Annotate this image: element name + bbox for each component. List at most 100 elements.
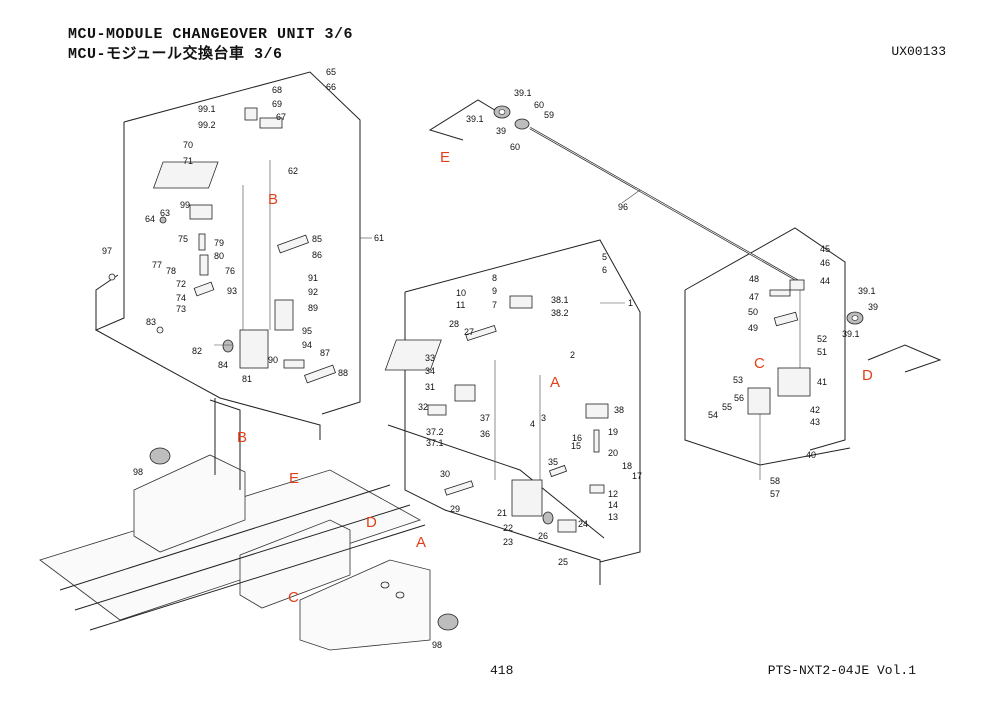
part-label: 42 bbox=[810, 405, 820, 415]
part-label: 26 bbox=[538, 531, 548, 541]
part-label: 91 bbox=[308, 273, 318, 283]
part-label: 69 bbox=[272, 99, 282, 109]
part-label-98-bottom: 98 bbox=[432, 640, 442, 650]
part-label: 53 bbox=[733, 375, 743, 385]
section-label-a-machine: A bbox=[416, 534, 426, 551]
part-label: 75 bbox=[178, 234, 188, 244]
section-label-d-right: D bbox=[862, 367, 873, 384]
part-label: 39.1 bbox=[514, 88, 532, 98]
part-label: 80 bbox=[214, 251, 224, 261]
part-label: 38.1 bbox=[551, 295, 569, 305]
part-label: 8 bbox=[492, 273, 497, 283]
part-label: 36 bbox=[480, 429, 490, 439]
part-label: 33 bbox=[425, 353, 435, 363]
section-label-b-machine: B bbox=[237, 429, 247, 446]
part-label: 5 bbox=[602, 252, 607, 262]
part-label: 39 bbox=[868, 302, 878, 312]
section-label-e-upper: E bbox=[440, 149, 450, 166]
part-label: 58 bbox=[770, 476, 780, 486]
part-label: 89 bbox=[308, 303, 318, 313]
part-label: 38.2 bbox=[551, 308, 569, 318]
part-label: 63 bbox=[160, 208, 170, 218]
part-label: 48 bbox=[749, 274, 759, 284]
machine-base bbox=[39, 398, 459, 651]
part-label: 15 bbox=[571, 441, 581, 451]
part-label: 51 bbox=[817, 347, 827, 357]
part-label: 65 bbox=[326, 67, 336, 77]
part-label: 23 bbox=[503, 537, 513, 547]
part-label: 79 bbox=[214, 238, 224, 248]
part-label: 84 bbox=[218, 360, 228, 370]
part-label: 9 bbox=[492, 286, 497, 296]
part-label: 35 bbox=[548, 457, 558, 467]
part-label: 73 bbox=[176, 304, 186, 314]
part-label: 39.1 bbox=[858, 286, 876, 296]
page-number: 418 bbox=[490, 663, 514, 678]
title-japanese: MCU-モジュール交換台車 3/6 bbox=[68, 46, 283, 63]
section-label-e-machine: E bbox=[289, 470, 299, 487]
part-label: 59 bbox=[544, 110, 554, 120]
section-label-c-machine: C bbox=[288, 589, 299, 606]
part-label: 56 bbox=[734, 393, 744, 403]
section-label-d-machine: D bbox=[366, 514, 377, 531]
part-label: 97 bbox=[102, 246, 112, 256]
part-label: 16 bbox=[572, 433, 582, 443]
part-label: 6 bbox=[602, 265, 607, 275]
section-label-a-upper: A bbox=[550, 374, 560, 391]
part-label: 3 bbox=[541, 413, 546, 423]
assembly-a-parts bbox=[384, 295, 609, 533]
part-label: 18 bbox=[622, 461, 632, 471]
part-label: 38 bbox=[614, 405, 624, 415]
part-label: 52 bbox=[817, 334, 827, 344]
part-label: 13 bbox=[608, 512, 618, 522]
part-label: 81 bbox=[242, 374, 252, 384]
manual-id: PTS-NXT2-04JE Vol.1 bbox=[767, 663, 916, 678]
part-label: 93 bbox=[227, 286, 237, 296]
part-label: 28 bbox=[449, 319, 459, 329]
part-label: 85 bbox=[312, 234, 322, 244]
part-label: 60 bbox=[510, 142, 520, 152]
part-label: 49 bbox=[748, 323, 758, 333]
labels-assembly-a: 5 6 8 9 7 38.1 38.2 10 11 28 27 2 33 34 … bbox=[418, 252, 642, 567]
gear-39-left bbox=[493, 105, 511, 119]
part-label: 10 bbox=[456, 288, 466, 298]
part-label: 66 bbox=[326, 82, 336, 92]
part-label: 86 bbox=[312, 250, 322, 260]
part-label: 39 bbox=[496, 126, 506, 136]
part-label: 54 bbox=[708, 410, 718, 420]
part-label: 87 bbox=[320, 348, 330, 358]
part-label: 68 bbox=[272, 85, 282, 95]
assembly-c-frame bbox=[684, 227, 942, 466]
part-label: 71 bbox=[183, 156, 193, 166]
part-label: 39.1 bbox=[466, 114, 484, 124]
part-label: 37.2 bbox=[426, 427, 444, 437]
shaft-96 bbox=[529, 127, 801, 283]
part-label: 4 bbox=[530, 419, 535, 429]
part-label: 99.2 bbox=[198, 120, 216, 130]
part-label: 32 bbox=[418, 402, 428, 412]
part-label: 77 bbox=[152, 260, 162, 270]
part-label: 19 bbox=[608, 427, 618, 437]
part-label: 94 bbox=[302, 340, 312, 350]
part-label: 83 bbox=[146, 317, 156, 327]
part-label: 39.1 bbox=[842, 329, 860, 339]
section-label-b-upper: B bbox=[268, 191, 278, 208]
labels-assembly-e: 39.1 39.1 39 60 60 59 bbox=[466, 88, 554, 152]
part-label: 27 bbox=[464, 327, 474, 337]
part-label: 43 bbox=[810, 417, 820, 427]
part-label: 60 bbox=[534, 100, 544, 110]
part-label: 72 bbox=[176, 279, 186, 289]
part-label: 78 bbox=[166, 266, 176, 276]
part-label: 64 bbox=[145, 214, 155, 224]
assembly-c-parts bbox=[747, 279, 811, 480]
part-label: 44 bbox=[820, 276, 830, 286]
callout-61: 61 bbox=[374, 233, 384, 243]
callout-96: 96 bbox=[618, 202, 628, 212]
gear-59 bbox=[514, 118, 530, 130]
part-label: 21 bbox=[497, 508, 507, 518]
part-label: 92 bbox=[308, 287, 318, 297]
part-label: 95 bbox=[302, 326, 312, 336]
part-label: 62 bbox=[288, 166, 298, 176]
part-label: 70 bbox=[183, 140, 193, 150]
